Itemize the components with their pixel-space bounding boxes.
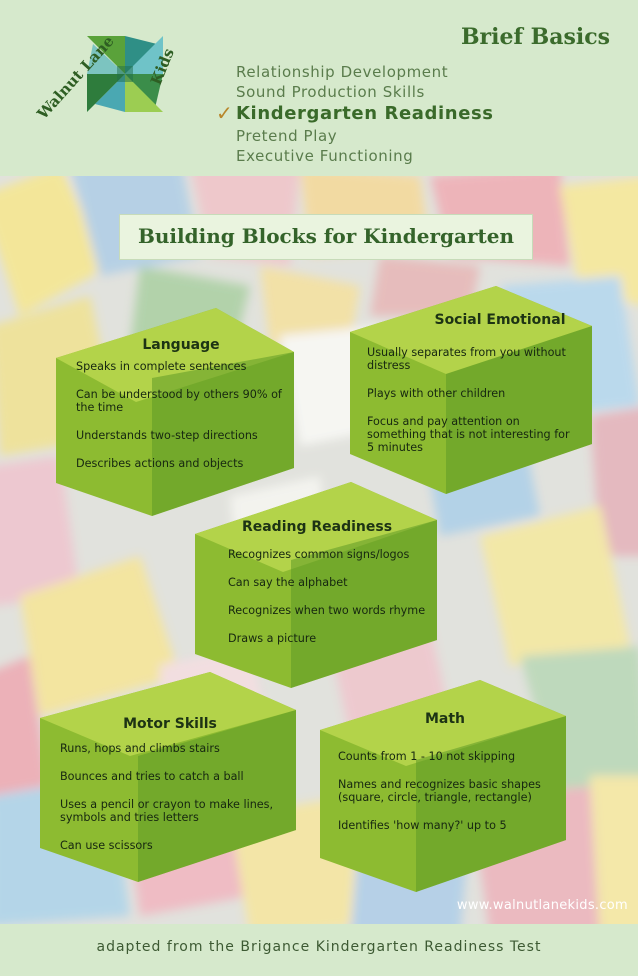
cube-reading-list: Recognizes common signs/logos Can say th…	[228, 548, 428, 660]
list-item: Can use scissors	[60, 839, 153, 852]
nav-item-relationship-development[interactable]: Relationship Development	[236, 63, 449, 81]
cube-motor-title: Motor Skills	[123, 716, 217, 732]
cube-motor-list: Runs, hops and climbs stairs Bounces and…	[60, 742, 275, 867]
brief-basics-title: Brief Basics	[460, 24, 610, 50]
cube-social-emotional: Social Emotional Usually separates from …	[350, 286, 596, 494]
cube-math-list: Counts from 1 - 10 not skipping Names an…	[338, 750, 548, 847]
cube-social-title: Social Emotional	[434, 312, 566, 328]
cube-language-title: Language	[142, 337, 220, 353]
list-item: Recognizes when two words rhyme	[228, 604, 426, 617]
list-item: Names and recognizes basic shapes (squar…	[338, 778, 541, 804]
cube-language: Language Speaks in complete sentences Ca…	[56, 308, 300, 516]
list-item: Usually separates from you without distr…	[367, 346, 566, 372]
website-link[interactable]: www.walnutlanekids.com	[456, 898, 628, 913]
footer-band: adapted from the Brigance Kindergarten R…	[0, 924, 638, 976]
nav-item-sound-production-skills[interactable]: Sound Production Skills	[236, 83, 425, 101]
topic-nav: Relationship Development Sound Productio…	[216, 62, 494, 166]
list-item: Draws a picture	[228, 632, 317, 645]
pinwheel-logo[interactable]: Walnut Lane Kids	[20, 16, 195, 156]
list-item: Speaks in complete sentences	[76, 360, 247, 373]
list-item: Runs, hops and climbs stairs	[60, 742, 220, 755]
checkmark-icon: ✓	[216, 101, 234, 125]
footer-source-text: adapted from the Brigance Kindergarten R…	[96, 939, 542, 955]
cube-math-title: Math	[424, 711, 466, 727]
list-item: Bounces and tries to catch a ball	[60, 770, 244, 783]
cube-language-list: Speaks in complete sentences Can be unde…	[76, 360, 291, 485]
list-item: Focus and pay attention on something tha…	[367, 415, 570, 454]
list-item: Can be understood by others 90% of the t…	[76, 388, 282, 414]
nav-item-label: Kindergarten Readiness	[236, 103, 494, 124]
list-item: Identifies 'how many?' up to 5	[338, 819, 507, 832]
cube-math: Math Counts from 1 - 10 not skipping Nam…	[320, 680, 570, 892]
nav-item-kindergarten-readiness[interactable]: ✓ Kindergarten Readiness	[216, 102, 494, 125]
list-item: Plays with other children	[367, 387, 506, 400]
cube-reading-title: Reading Readiness	[241, 519, 393, 535]
main-title: Building Blocks for Kindergarten	[137, 224, 514, 248]
main-title-box: Building Blocks for Kindergarten	[119, 214, 533, 260]
list-item: Uses a pencil or crayon to make lines, s…	[60, 798, 274, 824]
cube-social-list: Usually separates from you without distr…	[367, 346, 577, 469]
list-item: Understands two-step directions	[76, 429, 258, 442]
header-band: Walnut Lane Kids Brief Basics Relationsh…	[0, 0, 638, 176]
list-item: Can say the alphabet	[228, 576, 348, 589]
list-item: Recognizes common signs/logos	[228, 548, 410, 561]
nav-item-pretend-play[interactable]: Pretend Play	[236, 127, 338, 145]
cube-reading-readiness: Reading Readiness Recognizes common sign…	[195, 482, 441, 688]
list-item: Counts from 1 - 10 not skipping	[338, 750, 516, 763]
cube-motor-skills: Motor Skills Runs, hops and climbs stair…	[40, 672, 300, 882]
list-item: Describes actions and objects	[76, 457, 244, 470]
nav-item-executive-functioning[interactable]: Executive Functioning	[236, 147, 414, 165]
